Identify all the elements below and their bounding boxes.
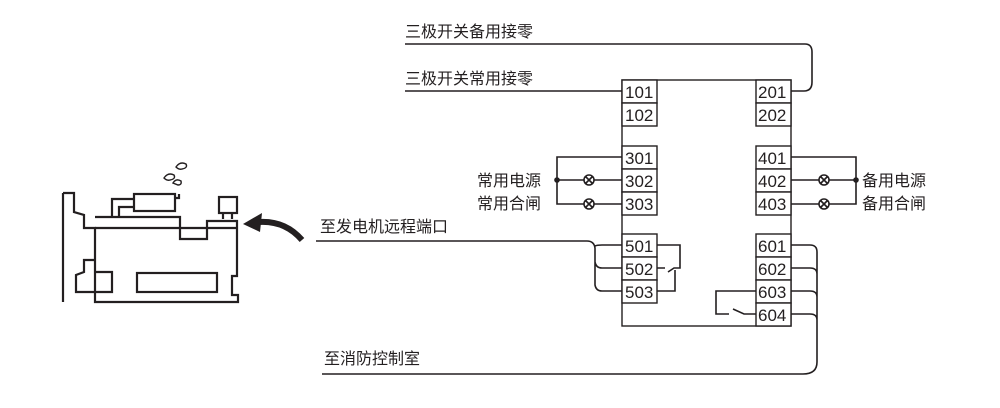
label-normal-power: 常用电源 — [477, 171, 541, 190]
terminal-202 — [755, 102, 792, 127]
wire-to-generator — [316, 240, 622, 292]
terminal-label: 402 — [758, 172, 786, 191]
terminal-label: 302 — [625, 172, 653, 191]
terminal-label: 101 — [625, 83, 653, 102]
junction-dot-icon — [853, 177, 859, 183]
lamp-cross-circle-icon — [812, 198, 836, 210]
terminal-label: 201 — [758, 83, 786, 102]
terminal-label: 202 — [758, 106, 786, 125]
generator-set-icon — [61, 162, 240, 304]
wire-backup-neutral — [405, 43, 813, 92]
wire-to-fire-control — [322, 244, 818, 375]
label-normal-neutral: 三极开关常用接零 — [405, 69, 533, 88]
terminal-label: 501 — [625, 237, 653, 256]
terminal-label: 301 — [625, 149, 653, 168]
terminal-label: 401 — [758, 149, 786, 168]
junction-dot-icon — [554, 177, 560, 183]
terminal-label: 601 — [758, 237, 786, 256]
label-backup-power: 备用电源 — [862, 171, 926, 190]
switch-contact-icon — [657, 244, 681, 292]
label-backup-neutral: 三极开关备用接零 — [405, 22, 533, 41]
label-normal-close: 常用合闸 — [477, 194, 541, 213]
lamp-cross-circle-icon — [812, 174, 836, 186]
terminal-label: 102 — [625, 106, 653, 125]
terminal-label: 604 — [758, 306, 786, 325]
curved-arrow-icon — [243, 213, 305, 243]
terminal-label: 603 — [758, 283, 786, 302]
label-to-generator: 至发电机远程端口 — [320, 217, 448, 236]
terminal-label: 403 — [758, 195, 786, 214]
terminal-group-left: 101 102 301 302 303 501 502 503 — [621, 79, 658, 304]
terminal-label: 602 — [758, 260, 786, 279]
terminal-label: 502 — [625, 260, 653, 279]
terminal-label: 303 — [625, 195, 653, 214]
terminal-label: 503 — [625, 283, 653, 302]
terminal-group-right: 201 202 401 402 403 601 602 603 604 — [755, 79, 792, 327]
terminal-102 — [621, 102, 658, 127]
lamp-cross-circle-icon — [577, 198, 601, 210]
label-to-fire-control: 至消防控制室 — [324, 349, 420, 368]
label-backup-close: 备用合闸 — [862, 194, 926, 213]
lamp-cross-circle-icon — [577, 174, 601, 186]
switch-contact-icon — [715, 290, 756, 315]
